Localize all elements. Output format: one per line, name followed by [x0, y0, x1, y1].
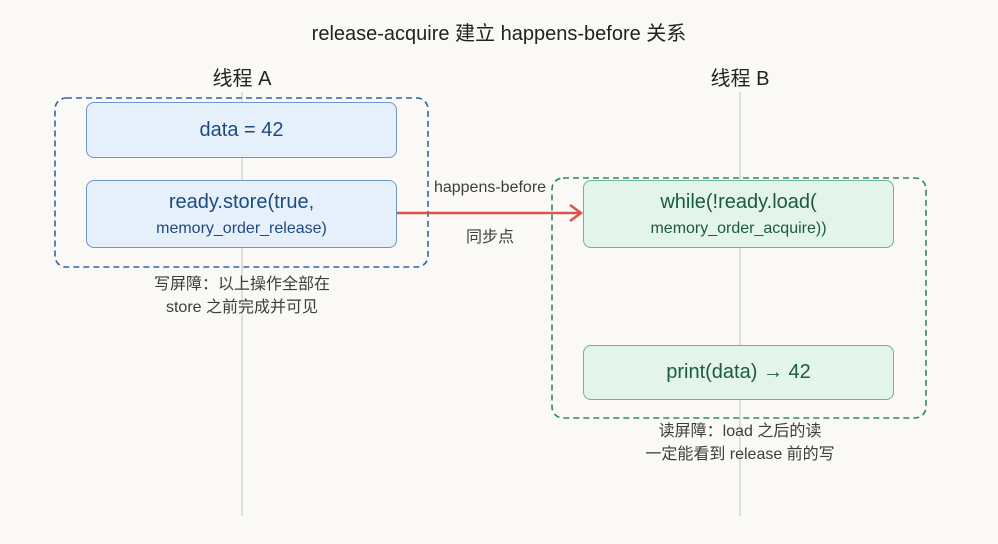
caption-line: 一定能看到 release 前的写: [645, 446, 835, 463]
op-ready-load-acquire: while(!ready.load( memory_order_acquire)…: [583, 180, 894, 248]
op-print-data: print(data) → 42: [583, 345, 894, 400]
op-text: print(data) → 42: [666, 361, 811, 383]
caption-line: 读屏障：load 之后的读: [658, 423, 822, 440]
op-subtext: memory_order_release): [156, 219, 327, 237]
sync-label-sync-point: 同步点: [465, 229, 514, 246]
sync-arrow-head: [569, 203, 584, 223]
op-text: ready.store(true,: [168, 190, 315, 213]
op-text: data = 42: [199, 118, 284, 141]
thread-b-label: 线程 B: [710, 68, 770, 90]
sync-label-happens-before: happens-before: [433, 179, 547, 196]
acquire-barrier-region: [551, 177, 927, 419]
op-subtext: memory_order_acquire)): [650, 219, 827, 237]
release-caption: 写屏障：以上操作全部在 store 之前完成并可见: [92, 273, 392, 319]
release-barrier-region: [54, 97, 429, 268]
op-text: while(!ready.load(: [660, 190, 817, 213]
acquire-caption: 读屏障：load 之后的读 一定能看到 release 前的写: [590, 420, 890, 466]
diagram-title: release-acquire 建立 happens-before 关系: [311, 23, 687, 45]
caption-line: store 之前完成并可见: [165, 299, 319, 316]
op-data-store: data = 42: [86, 102, 397, 158]
op-ready-store-release: ready.store(true, memory_order_release): [86, 180, 397, 248]
caption-line: 写屏障：以上操作全部在: [153, 276, 330, 293]
thread-a-label: 线程 A: [212, 68, 272, 90]
